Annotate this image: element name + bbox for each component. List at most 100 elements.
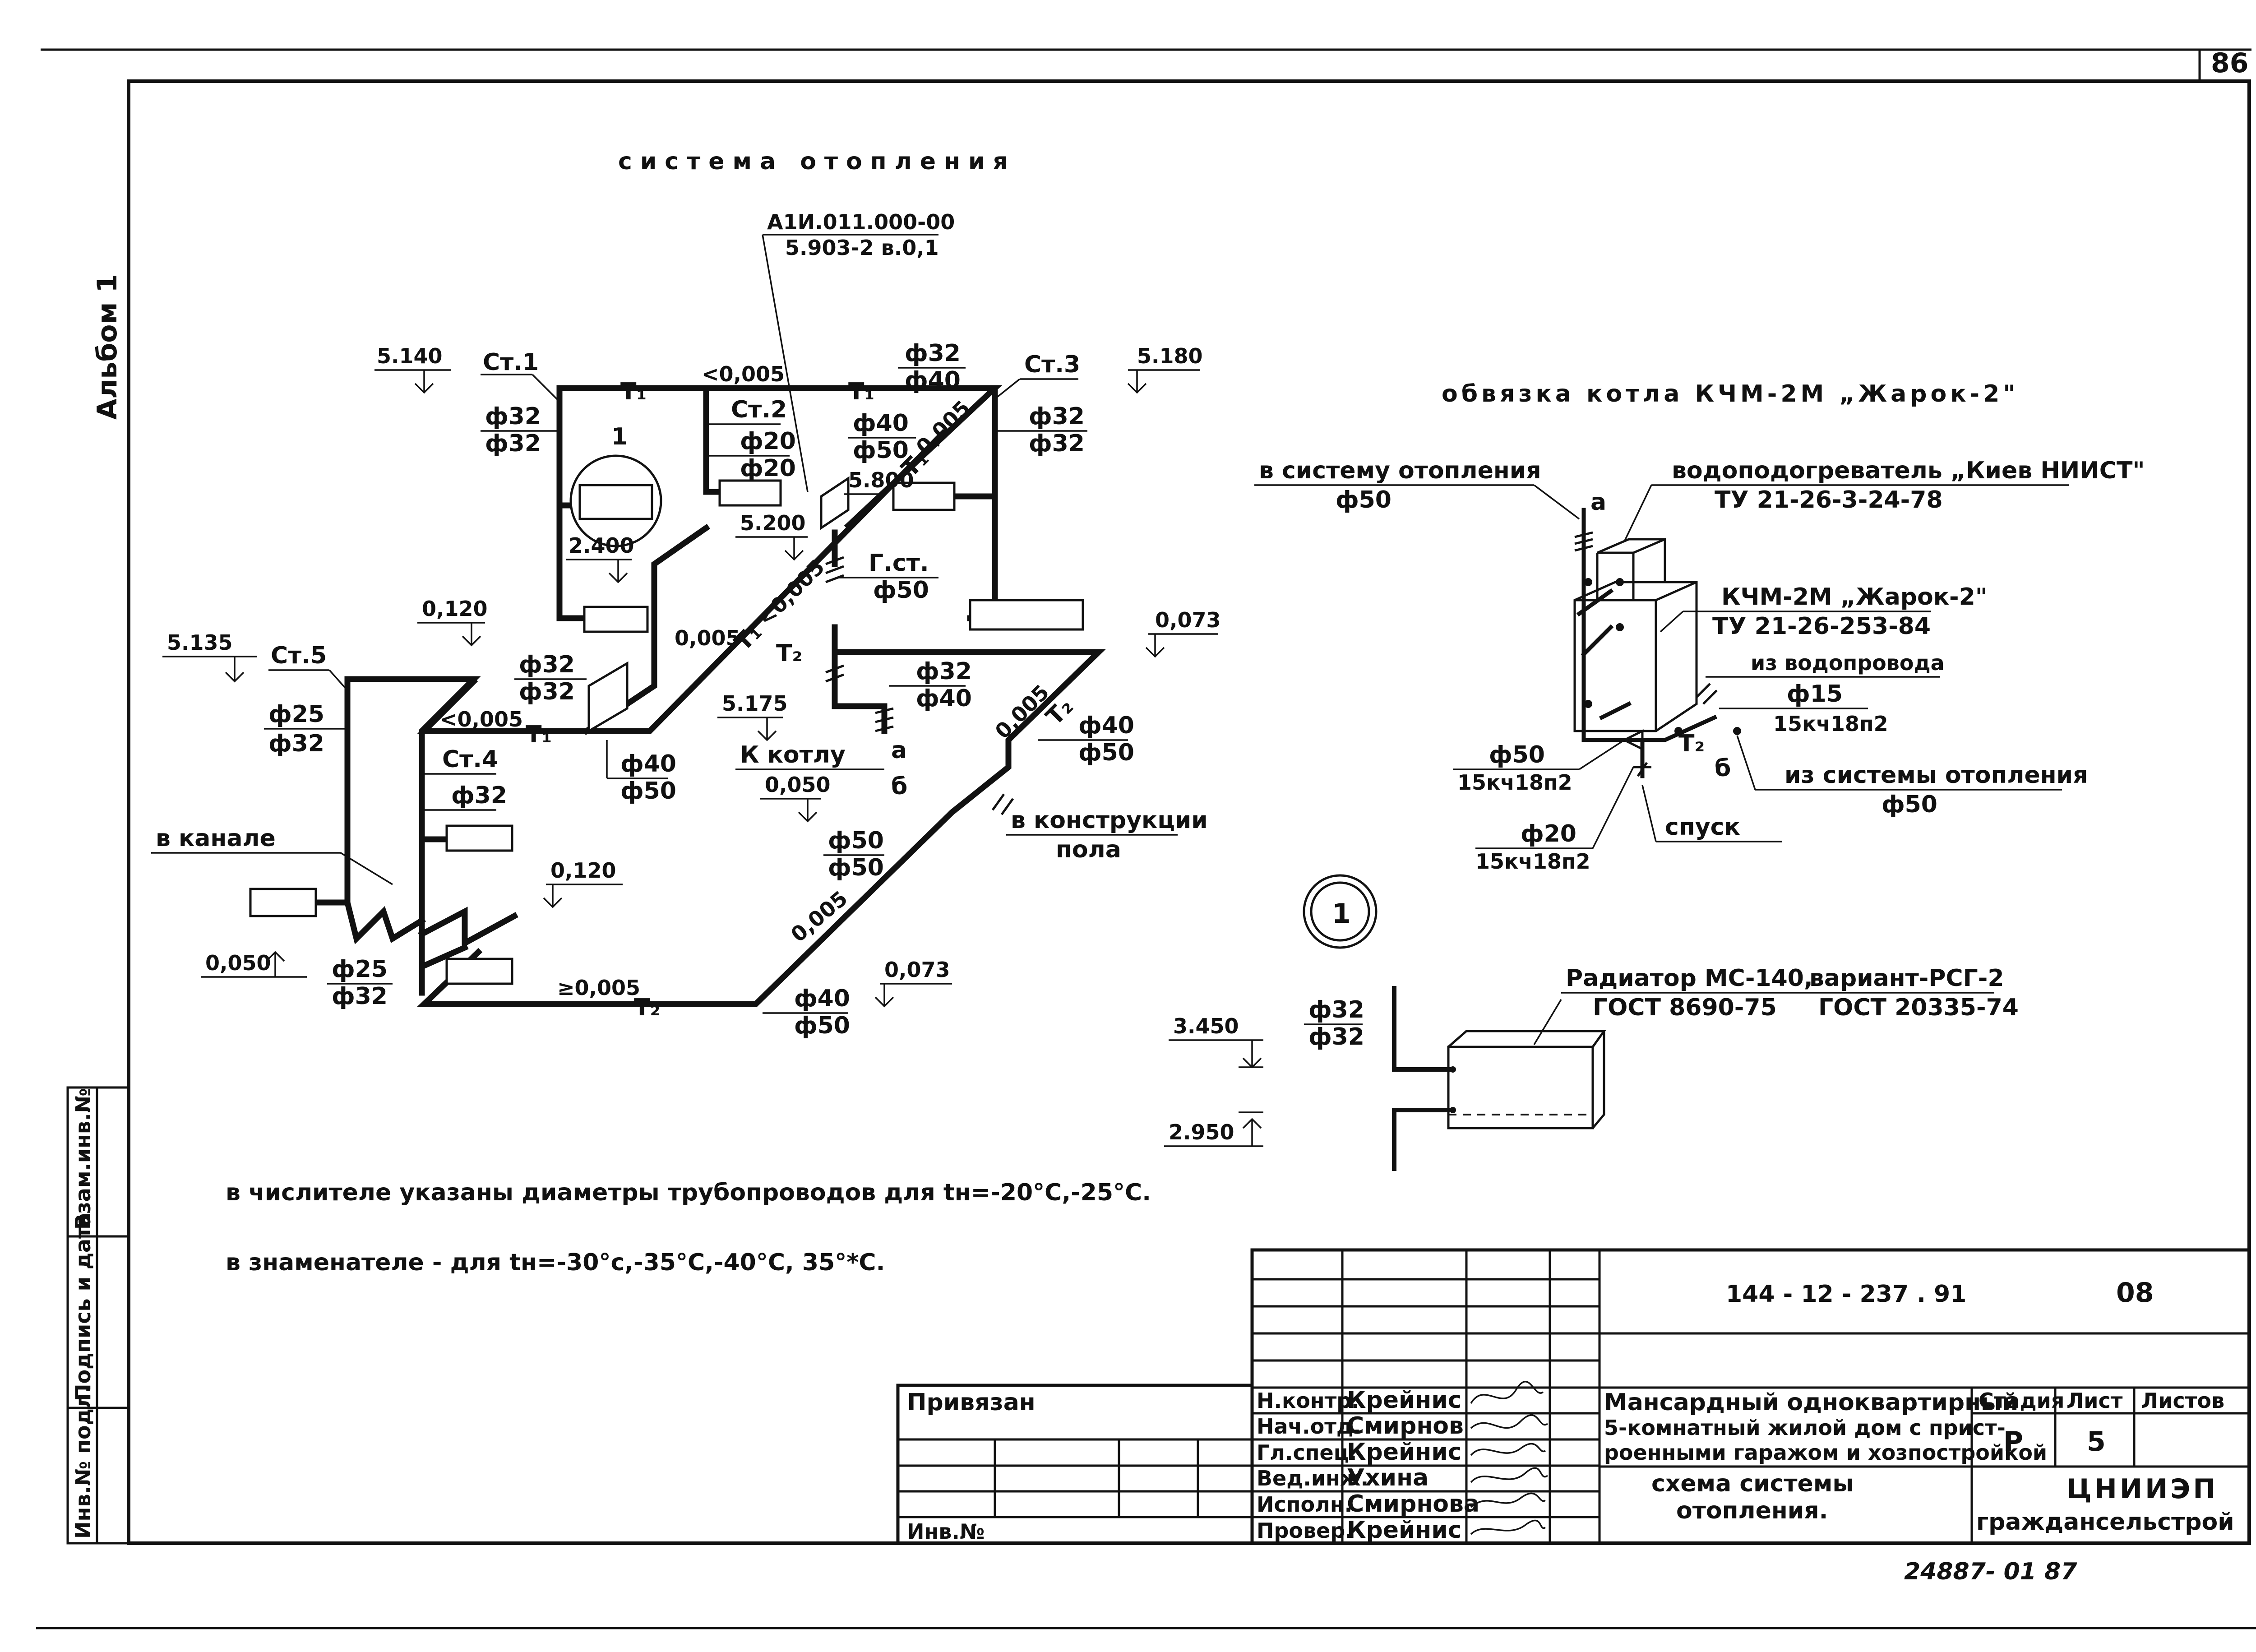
marker-b: б — [891, 773, 907, 800]
page-number: 86 — [2211, 47, 2249, 79]
svg-text:ф50: ф50 — [853, 437, 909, 464]
level-0073b: 0,073 — [884, 958, 950, 982]
strip-sign-label: Подпись и дата — [71, 1212, 95, 1401]
boiler-drain: спуск — [1665, 814, 1740, 841]
dia-st4: ф32 — [451, 782, 507, 809]
level-0050b: 0,050 — [205, 951, 271, 975]
svg-text:ф40: ф40 — [905, 367, 961, 394]
boiler-v20-v: 15кч18п2 — [1475, 849, 1590, 874]
dia-kotl: ф32 ф40 — [889, 658, 972, 712]
stamp-stage: Р — [2003, 1426, 2023, 1458]
title-block — [896, 1248, 2251, 1545]
level-5180: 5.180 — [1137, 344, 1203, 368]
stamp-org1: ЦНИИЭП — [2066, 1473, 2219, 1505]
dia-top: ф32 ф40 — [898, 340, 966, 394]
radiator-variant-std: ГОСТ 20335-74 — [1818, 994, 2019, 1021]
level-2400: 2.400 — [569, 533, 634, 558]
svg-text:ф32: ф32 — [1029, 403, 1085, 430]
svg-text:Провер.: Провер. — [1257, 1518, 1353, 1543]
stamp-h-lists: Листов — [2141, 1388, 2224, 1413]
svg-text:Мансардный одноквартирный: Мансардный одноквартирный — [1604, 1389, 2018, 1416]
left-title-strip: Инв.№ подл. Подпись и дата Взам.инв.№ — [66, 1086, 130, 1545]
level-5175: 5.175 — [722, 691, 788, 716]
dia-st1low: ф32 ф32 — [514, 651, 587, 705]
marker-1: 1 — [611, 423, 628, 450]
svg-text:ф32: ф32 — [485, 430, 541, 457]
dia-mid2: ф50 ф50 — [823, 827, 884, 881]
svg-text:ф32: ф32 — [519, 651, 575, 678]
album-label: Альбом 1 — [92, 274, 123, 420]
level-0120a: 0,120 — [422, 597, 488, 621]
boiler-v50-d: ф50 — [1489, 741, 1545, 768]
radiator-std: ГОСТ 8690-75 — [1593, 994, 1777, 1021]
boiler-b: б — [1715, 755, 1731, 782]
svg-text:Нач.отд.: Нач.отд. — [1257, 1414, 1361, 1439]
svg-text:Крейнис: Крейнис — [1347, 1439, 1462, 1466]
callout-line2: 5.903-2 в.0,1 — [785, 236, 939, 260]
riser-st4: Ст.4 — [442, 746, 498, 773]
riser-st5: Ст.5 — [271, 642, 327, 669]
dia-t2b: ф40 ф50 — [763, 985, 850, 1039]
svg-text:Крейнис: Крейнис — [1347, 1517, 1462, 1544]
svg-text:ф32: ф32 — [916, 658, 972, 685]
label-v-kanale: в канале — [156, 825, 276, 852]
svg-text:ф50: ф50 — [828, 827, 884, 854]
label-v-konstruktsii: в конструкции — [1011, 807, 1208, 834]
label-pola: пола — [1056, 836, 1121, 863]
level-0120b: 0,120 — [550, 858, 616, 883]
level-0050a: 0,050 — [765, 773, 831, 797]
stamp-names: Крейнис Смирнов Крейнис Ухина Смирнова К… — [1347, 1387, 1479, 1544]
level-5135: 5.135 — [167, 630, 233, 655]
dia-st5: ф25 ф32 — [264, 701, 347, 757]
svg-text:5-комнатный жилой дом с прист-: 5-комнатный жилой дом с прист- — [1604, 1416, 2006, 1440]
marker-t2-bottom: T₂ — [634, 994, 660, 1021]
heating-title: система отопления — [618, 148, 1016, 175]
svg-text:ф32: ф32 — [905, 340, 961, 367]
svg-text:ф40: ф40 — [620, 750, 676, 777]
stamp-inv: Инв.№ — [907, 1519, 985, 1544]
stamp-sheet-code: 08 — [2116, 1277, 2154, 1309]
boiler-v50-v: 15кч18п2 — [1457, 770, 1572, 795]
svg-text:ф40: ф40 — [916, 685, 972, 712]
stamp-org2: граждансельстрой — [1976, 1509, 2234, 1536]
stamp-project: Мансардный одноквартирный 5-комнатный жи… — [1604, 1389, 2047, 1465]
dia-t2r: ф40 ф50 — [1038, 712, 1134, 766]
level-5140: 5.140 — [377, 344, 443, 368]
svg-text:Н.контр.: Н.контр. — [1257, 1388, 1359, 1413]
level-5200: 5.200 — [740, 511, 806, 535]
stamp-list: 5 — [2087, 1426, 2106, 1458]
level-0073a: 0,073 — [1155, 608, 1221, 632]
slope-mid: 0,005 — [675, 626, 740, 650]
stamp-sheet-title: схема системы отопления. — [1651, 1470, 1854, 1524]
slope-left: <0,005 — [440, 707, 523, 731]
svg-text:ф40: ф40 — [853, 410, 909, 437]
boiler-from-water-d: ф15 — [1787, 680, 1843, 708]
radiator-detail: 3.450 2.950 ф32 ф32 Радиатор МС-140, ГОС… — [1164, 965, 2019, 1171]
svg-text:Ухина: Ухина — [1347, 1464, 1428, 1491]
svg-text:Крейнис: Крейнис — [1347, 1387, 1462, 1414]
riser-st2: Ст.2 — [731, 396, 787, 423]
bottom-code: 24887- 01 87 — [1904, 1558, 2077, 1585]
boiler-heater-tu: ТУ 21-26-3-24-78 — [1715, 486, 1943, 514]
svg-text:ф32: ф32 — [268, 730, 324, 757]
svg-text:ф20: ф20 — [740, 455, 796, 482]
boiler-from-water-v: 15кч18п2 — [1773, 712, 1888, 736]
boiler-title: обвязка котла КЧМ-2М „Жарок-2" — [1442, 380, 2019, 407]
note-denominator: в знаменателе - для tн=-30°с,-35°С,-40°С… — [226, 1249, 885, 1276]
svg-text:ф50: ф50 — [1078, 739, 1134, 766]
svg-text:Исполн.: Исполн. — [1257, 1492, 1352, 1517]
svg-text:ф32: ф32 — [485, 403, 541, 430]
boiler-kchm: КЧМ-2М „Жарок-2" — [1721, 583, 1988, 611]
marker-t1-top-left: T₁ — [620, 378, 647, 405]
svg-text:отопления.: отопления. — [1676, 1497, 1828, 1524]
boiler-heater: водоподогреватель „Киев НИИСТ" — [1672, 457, 2145, 484]
svg-text:ф50: ф50 — [828, 854, 884, 881]
marker-t1-left: T₁ — [526, 721, 552, 748]
valve-ticks — [825, 556, 1014, 815]
boiler-from-system: из системы отопления — [1784, 762, 2088, 789]
stamp-code: 144 - 12 - 237 . 91 — [1726, 1281, 1966, 1308]
svg-text:ф40: ф40 — [1078, 712, 1134, 739]
boiler-t2: T₂ — [1678, 730, 1705, 757]
boiler-from-system-d: ф50 — [1882, 791, 1937, 818]
